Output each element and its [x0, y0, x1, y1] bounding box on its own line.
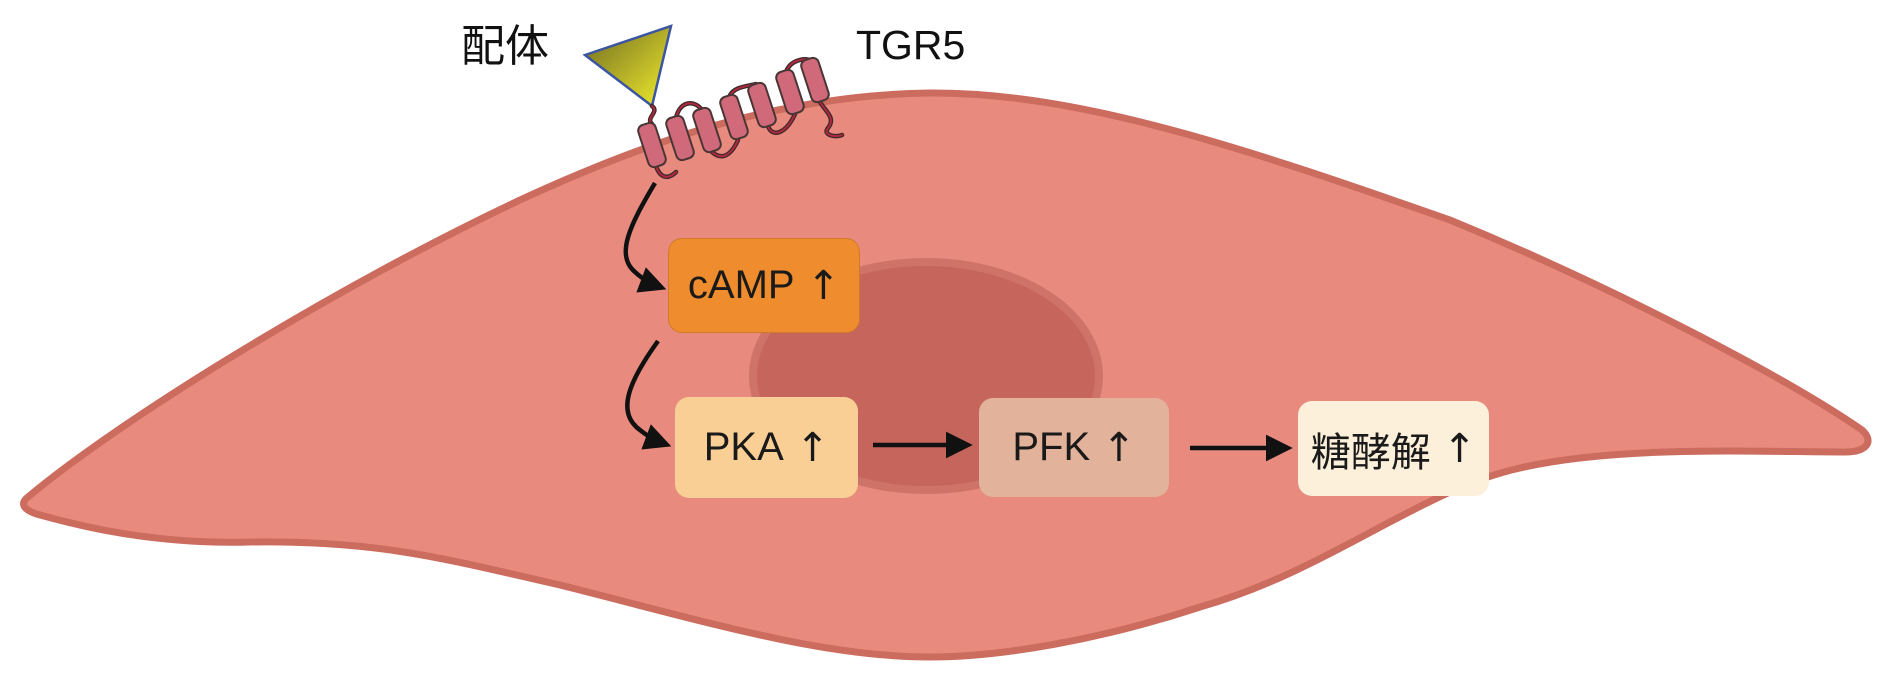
node-pfk: PFK ↑ — [979, 398, 1169, 497]
ligand-triangle-icon — [582, 24, 673, 109]
up-arrow-icon: ↑ — [1442, 425, 1477, 472]
node-label: PKA — [703, 425, 784, 469]
receptor-helix — [747, 81, 777, 129]
node-pka: PKA ↑ — [675, 397, 858, 498]
receptor-label: TGR5 — [856, 22, 966, 68]
node-label: cAMP — [687, 263, 795, 307]
up-arrow-icon: ↑ — [806, 262, 841, 309]
receptor-helix — [665, 114, 695, 162]
node-glycolysis: 糖酵解 ↑ — [1298, 401, 1489, 496]
receptor-helices — [637, 56, 830, 169]
receptor-helix — [637, 121, 667, 169]
node-label: PFK — [1012, 425, 1091, 469]
up-arrow-icon: ↑ — [1102, 424, 1136, 471]
arrow-camp-to-pka — [625, 339, 672, 450]
receptor-helix — [800, 56, 830, 104]
arrow-receptor-to-camp — [623, 181, 667, 293]
receptor-helix — [775, 68, 805, 116]
receptor-helix — [692, 106, 722, 154]
receptor-helix — [719, 93, 749, 141]
node-camp: cAMP ↑ — [668, 238, 860, 333]
up-arrow-icon: ↑ — [795, 424, 830, 471]
node-label: 糖酵解 — [1310, 429, 1431, 476]
ligand-label: 配体 — [461, 21, 549, 72]
